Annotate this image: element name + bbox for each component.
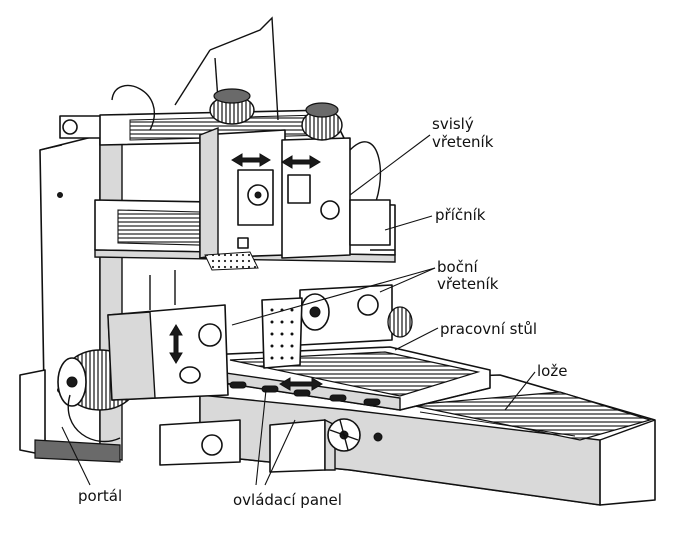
lower-housing <box>159 418 383 473</box>
left-vertical-head <box>199 88 286 271</box>
label-pracovni-stul: pracovní stůl <box>440 320 537 338</box>
label-portal: portál <box>78 487 123 505</box>
right-side-head <box>299 284 413 346</box>
label-svisly-line1: svislý <box>432 115 474 133</box>
label-bocni-line1: boční <box>437 258 478 276</box>
right-vertical-head <box>281 102 395 259</box>
left-side-head <box>107 270 229 401</box>
leader-lines <box>61 134 536 486</box>
label-ovladaci-panel: ovládací panel <box>233 491 342 509</box>
label-bocni-line2: vřeteník <box>437 275 499 293</box>
label-loze: lože <box>537 362 568 380</box>
label-pricnik: příčník <box>435 206 486 224</box>
label-svisly-line2: vřeteník <box>432 133 494 151</box>
control-panel <box>261 297 303 369</box>
